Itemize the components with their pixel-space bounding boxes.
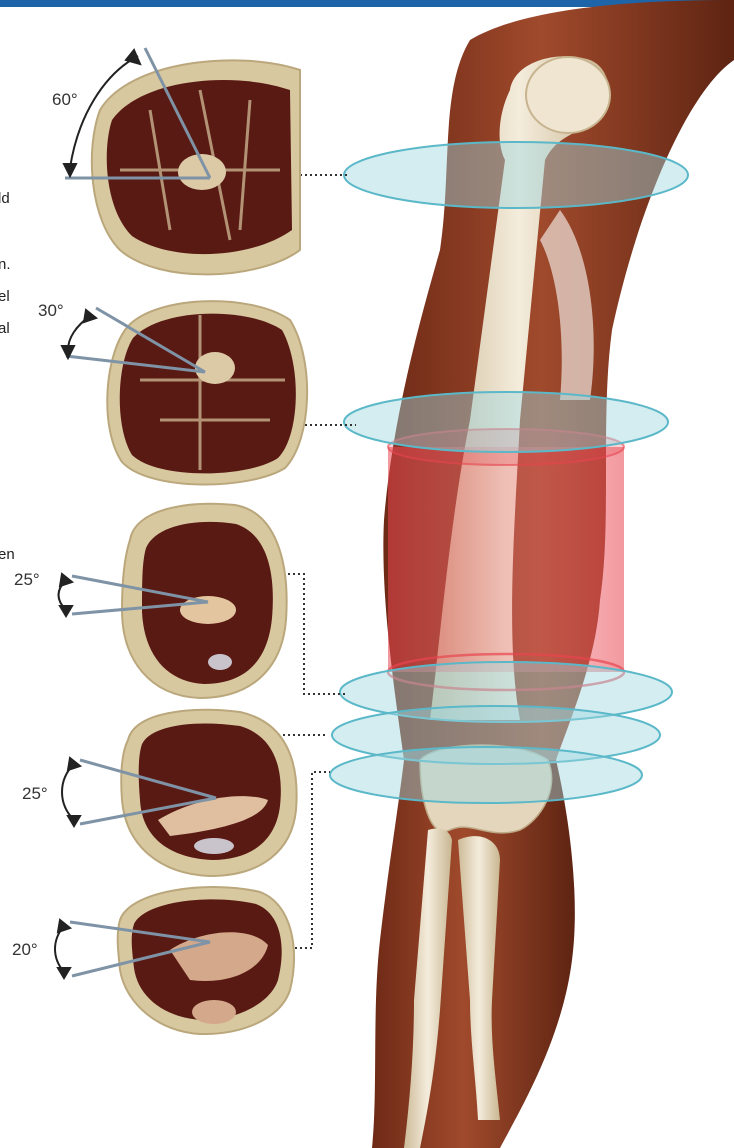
cross-section-1 [92, 60, 300, 274]
angle-arrow-1b [64, 164, 76, 176]
plane-1 [344, 142, 688, 208]
angle-arrow-3a [60, 574, 72, 586]
angle-label-25-a: 25° [14, 570, 40, 590]
cross-section-4 [121, 710, 296, 876]
angle-arrow-2a [84, 310, 96, 322]
angle-label-30: 30° [38, 301, 64, 321]
section-4-vessel [194, 838, 234, 854]
humeral-head [526, 57, 610, 133]
angle-arrow-4a [68, 758, 80, 770]
angle-arrow-4b [68, 816, 80, 826]
plane-5 [330, 747, 642, 803]
cross-section-5 [118, 887, 294, 1034]
angle-arc-5 [55, 926, 64, 972]
angle-label-25-b: 25° [22, 784, 48, 804]
section-3-bone [180, 596, 236, 624]
angle-label-60: 60° [52, 90, 78, 110]
leader-3 [288, 574, 348, 694]
plane-2 [344, 392, 668, 452]
angle-arc-4 [62, 764, 74, 820]
angle-arrow-3b [60, 606, 72, 616]
angle-arrow-5a [58, 920, 70, 932]
section-5-bone-2 [192, 1000, 236, 1024]
cross-section-2 [107, 301, 307, 484]
angle-label-20: 20° [12, 940, 38, 960]
angle-arrow-5b [58, 968, 70, 978]
highlight-cylinder [388, 429, 624, 690]
section-3-vessel [208, 654, 232, 670]
cylinder-body [388, 447, 624, 672]
